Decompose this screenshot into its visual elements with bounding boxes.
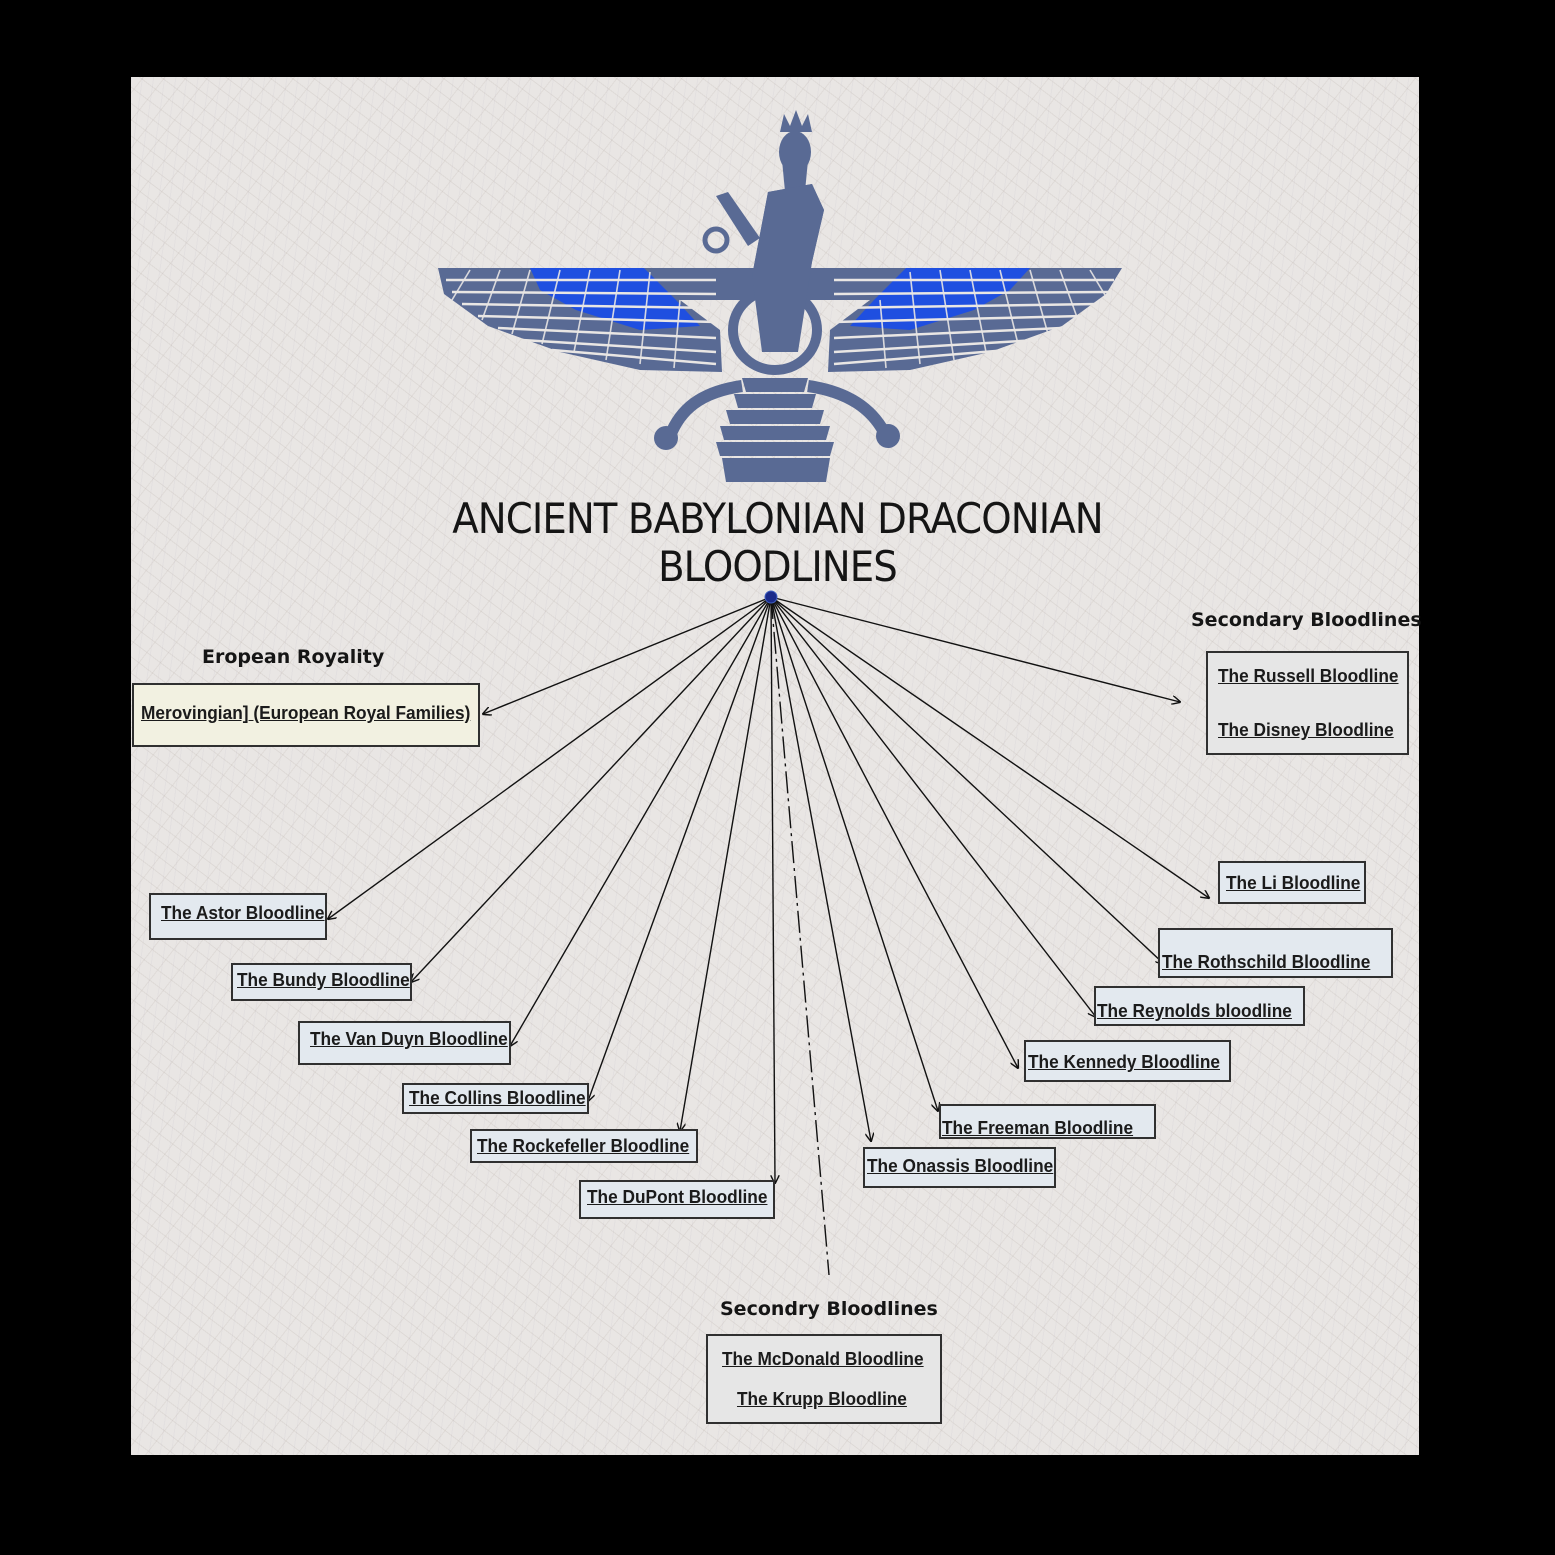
rothschild-bloodline-link[interactable]: The Rothschild Bloodline [1162, 952, 1371, 972]
merovingian-label[interactable]: Merovingian] (European Royal Families) [141, 703, 470, 724]
arrow-bundy [411, 596, 772, 982]
bundy-box [231, 963, 412, 1001]
li-bloodline-link[interactable]: The Li Bloodline [1226, 873, 1361, 893]
secondary-bottom-box [706, 1334, 942, 1424]
arrow-freeman [770, 596, 938, 1111]
rothschild-box [1158, 928, 1393, 978]
rockefeller-box [470, 1129, 698, 1163]
title-line-2: BLOODLINES [658, 542, 898, 591]
arrow-merovingian [483, 596, 772, 714]
krupp-bloodline-link[interactable]: The Krupp Bloodline [737, 1389, 907, 1409]
merovingian-box [132, 683, 480, 747]
origin-node [764, 590, 778, 604]
collins-bloodline-link[interactable]: The Collins Bloodline [409, 1088, 586, 1108]
arrow-li [770, 596, 1209, 898]
bundy-bloodline-link[interactable]: The Bundy Bloodline [237, 970, 410, 990]
arrow-dupont [770, 596, 775, 1183]
arrow-reynolds [770, 596, 1096, 1017]
astor-box [149, 893, 327, 940]
onassis-bloodline-link[interactable]: The Onassis Bloodline [867, 1156, 1054, 1176]
russell-bloodline-link[interactable]: The Russell Bloodline [1218, 666, 1399, 686]
kennedy-bloodline-link[interactable]: The Kennedy Bloodline [1028, 1052, 1221, 1072]
mcdonald-bloodline-link[interactable]: The McDonald Bloodline [722, 1349, 924, 1369]
connector-arrows [328, 596, 1209, 1276]
rockefeller-bloodline-link[interactable]: The Rockefeller Bloodline [477, 1136, 690, 1156]
merovingian-note: (European Royal Families) [248, 703, 471, 723]
freeman-box [939, 1104, 1156, 1139]
astor-bloodline-link[interactable]: The Astor Bloodline [161, 903, 325, 923]
li-box [1218, 861, 1366, 904]
european-royalty-heading: Eropean Royality [202, 646, 385, 668]
van-duyn-box [298, 1021, 511, 1065]
arrow-secondary-right [770, 596, 1180, 702]
arrow-onassis [770, 596, 871, 1141]
kennedy-box [1024, 1040, 1231, 1082]
merovingian-link[interactable]: Merovingian] [141, 703, 249, 723]
disney-bloodline-link[interactable]: The Disney Bloodline [1218, 720, 1394, 740]
dupont-box [579, 1180, 775, 1219]
arrow-secondary-bottom [770, 596, 830, 1276]
arrow-kennedy [770, 596, 1018, 1068]
arrow-collins [588, 596, 772, 1101]
faravahar-winged-figure-icon [438, 110, 1122, 482]
arrow-rockefeller [680, 596, 772, 1131]
reynolds-bloodline-link[interactable]: The Reynolds bloodline [1097, 1001, 1292, 1021]
onassis-box [863, 1147, 1056, 1188]
secondary-bottom-heading: Secondry Bloodlines [720, 1298, 938, 1320]
title-line-1: ANCIENT BABYLONIAN DRACONIAN [452, 494, 1103, 543]
van-duyn-bloodline-link[interactable]: The Van Duyn Bloodline [310, 1029, 508, 1049]
secondary-right-heading: Secondary Bloodlines [1191, 609, 1422, 631]
collins-box [402, 1083, 589, 1114]
freeman-bloodline-link[interactable]: The Freeman Bloodline [942, 1118, 1134, 1138]
arrow-rothschild [770, 596, 1164, 964]
arrow-van-duyn [510, 596, 772, 1046]
arrow-astor [328, 596, 772, 919]
secondary-right-box [1206, 651, 1409, 755]
dupont-bloodline-link[interactable]: The DuPont Bloodline [587, 1187, 768, 1207]
reynolds-box [1094, 986, 1305, 1026]
